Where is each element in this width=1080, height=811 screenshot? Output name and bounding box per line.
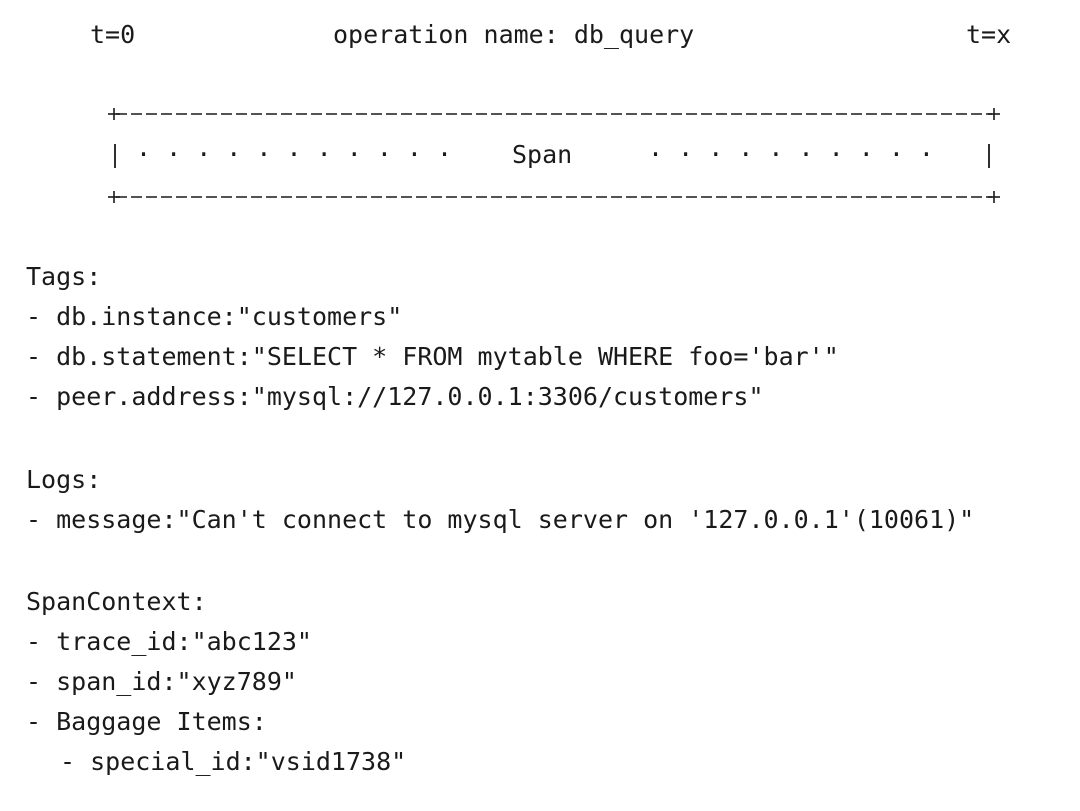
corner-plus-icons bbox=[108, 108, 1000, 203]
tags-section: Tags: - db.instance:"customers" - db.sta… bbox=[26, 257, 839, 417]
span-context-section: SpanContext: - trace_id:"abc123" - span_… bbox=[26, 582, 406, 782]
baggage-item: - special_id:"vsid1738" bbox=[60, 747, 407, 776]
span-dots-right: · · · · · · · · · · bbox=[648, 140, 934, 169]
tag-item: - peer.address:"mysql://127.0.0.1:3306/c… bbox=[26, 382, 764, 411]
logs-heading: Logs: bbox=[26, 465, 102, 494]
operation-name: operation name: db_query bbox=[333, 20, 695, 49]
span-box: · · · · · · · · · · · Span · · · · · · ·… bbox=[108, 100, 1000, 206]
span-box-border bbox=[108, 108, 1000, 203]
span-label: Span bbox=[512, 140, 573, 169]
end-time-label: t=x bbox=[966, 20, 1012, 49]
tag-item: - db.instance:"customers" bbox=[26, 302, 403, 331]
tag-item: - db.statement:"SELECT * FROM mytable WH… bbox=[26, 342, 839, 371]
span-context-heading: SpanContext: bbox=[26, 587, 207, 616]
tags-heading: Tags: bbox=[26, 262, 102, 291]
span-context-item: - span_id:"xyz789" bbox=[26, 667, 297, 696]
span-dots-left: · · · · · · · · · · · bbox=[136, 140, 453, 169]
start-time-label: t=0 bbox=[90, 20, 136, 49]
span-context-item: - Baggage Items: bbox=[26, 707, 267, 736]
logs-section: Logs: - message:"Can't connect to mysql … bbox=[26, 460, 974, 540]
span-context-item: - trace_id:"abc123" bbox=[26, 627, 312, 656]
log-item: - message:"Can't connect to mysql server… bbox=[26, 505, 975, 534]
